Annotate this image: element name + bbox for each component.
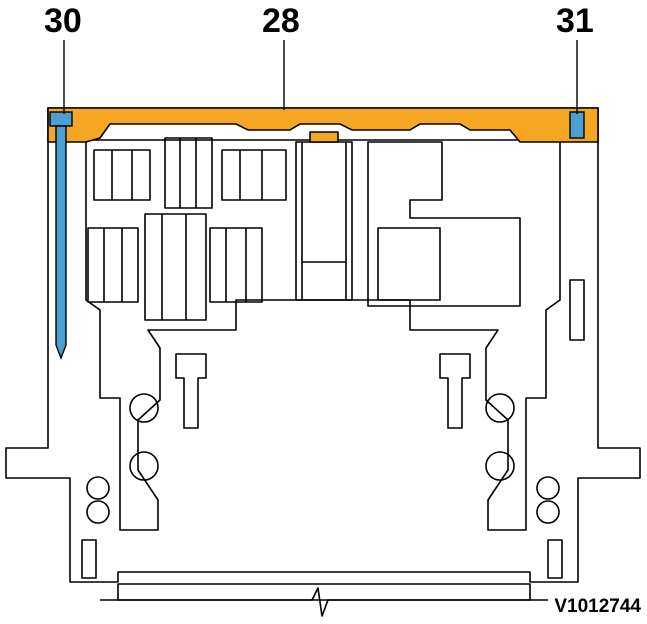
left-hub-bolt <box>175 353 207 429</box>
callout-label-28: 28 <box>262 2 300 40</box>
lower-mid-gear <box>144 213 207 321</box>
left-bearing-ball-lower <box>129 451 159 481</box>
base-plate <box>117 583 531 601</box>
lower-left-gear <box>87 227 139 303</box>
right-bearing-ball-upper <box>485 393 515 423</box>
right-lower-pocket <box>377 227 441 301</box>
right-hub-bolt <box>439 353 471 429</box>
upper-left-gear <box>93 149 151 201</box>
left-lower-pin <box>81 539 97 579</box>
top-cover <box>47 107 599 143</box>
reference-code: V1012744 <box>554 596 641 617</box>
right-outer-ball-upper <box>536 476 560 500</box>
housing-outline <box>5 107 641 583</box>
upper-right-gear <box>221 149 287 201</box>
left-bolt <box>49 111 73 360</box>
left-outer-ball-lower <box>86 500 110 524</box>
shaft-break-line <box>100 587 548 617</box>
right-bolt <box>569 111 585 139</box>
upper-mid-gear <box>164 137 213 209</box>
callout-label-31: 31 <box>556 2 594 40</box>
right-lower-pin <box>547 539 563 579</box>
piston-cap <box>309 131 339 143</box>
right-bearing-ball-lower <box>485 451 515 481</box>
callout-label-30: 30 <box>44 2 82 40</box>
left-outer-ball-upper <box>86 476 110 500</box>
left-bearing-ball-upper <box>129 393 159 423</box>
right-chamber <box>367 141 521 307</box>
right-side-pin <box>569 279 585 341</box>
right-outer-ball-lower <box>536 500 560 524</box>
lower-right-gear <box>209 227 263 303</box>
central-piston <box>295 141 353 301</box>
